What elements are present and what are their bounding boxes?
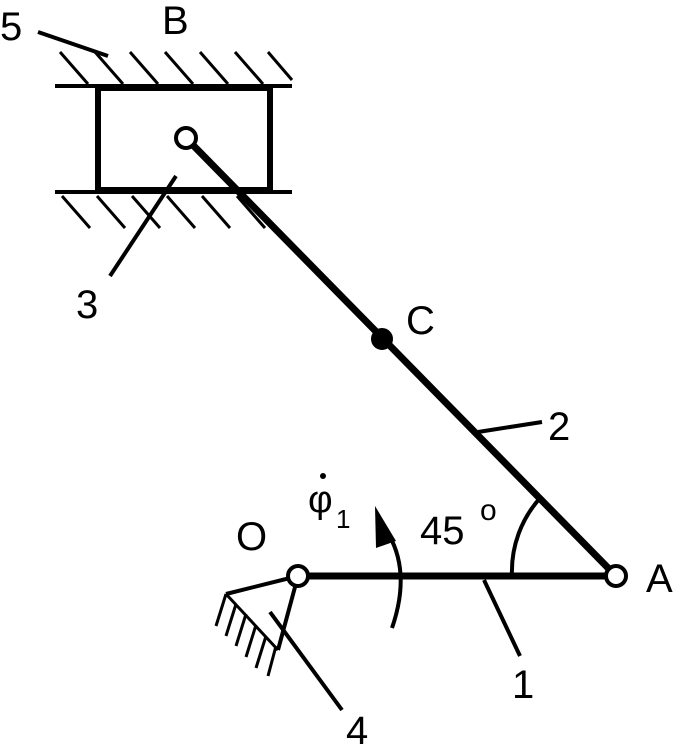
angular-velocity-arrow xyxy=(375,506,403,629)
label-a: A xyxy=(646,557,673,601)
angle-unit: o xyxy=(480,494,497,527)
ground-support xyxy=(214,574,300,677)
slider-block xyxy=(95,85,273,193)
leader-lines xyxy=(37,30,543,712)
bottom-guide-hatching xyxy=(60,195,267,229)
arrowhead-icon xyxy=(375,506,396,548)
velocity-subscript: 1 xyxy=(336,504,350,534)
label-5: 5 xyxy=(0,5,22,49)
joint-c xyxy=(371,328,393,350)
label-2: 2 xyxy=(548,405,570,449)
leader-1 xyxy=(482,579,522,657)
angle-arc xyxy=(509,495,543,577)
leader-2 xyxy=(477,420,543,434)
joint-o xyxy=(286,564,310,588)
label-b: B xyxy=(162,0,189,43)
leader-4 xyxy=(268,610,344,712)
ground-support-hatching xyxy=(214,593,278,677)
label-4: 4 xyxy=(346,709,368,744)
leader-5 xyxy=(37,30,109,58)
joint-b xyxy=(174,126,198,150)
top-guide xyxy=(55,51,294,88)
label-1: 1 xyxy=(512,663,534,707)
angular-velocity-label: φ 1 xyxy=(308,473,350,534)
velocity-symbol: φ xyxy=(308,479,333,521)
top-guide-hatching xyxy=(58,51,294,85)
angle-label: 45 xyxy=(420,509,465,553)
velocity-dot xyxy=(320,473,326,479)
connecting-rod-link xyxy=(183,135,617,577)
label-o: O xyxy=(236,515,267,559)
label-c: C xyxy=(406,299,435,343)
label-3: 3 xyxy=(76,283,98,327)
joint-a xyxy=(604,564,628,588)
leader-3 xyxy=(108,174,178,278)
